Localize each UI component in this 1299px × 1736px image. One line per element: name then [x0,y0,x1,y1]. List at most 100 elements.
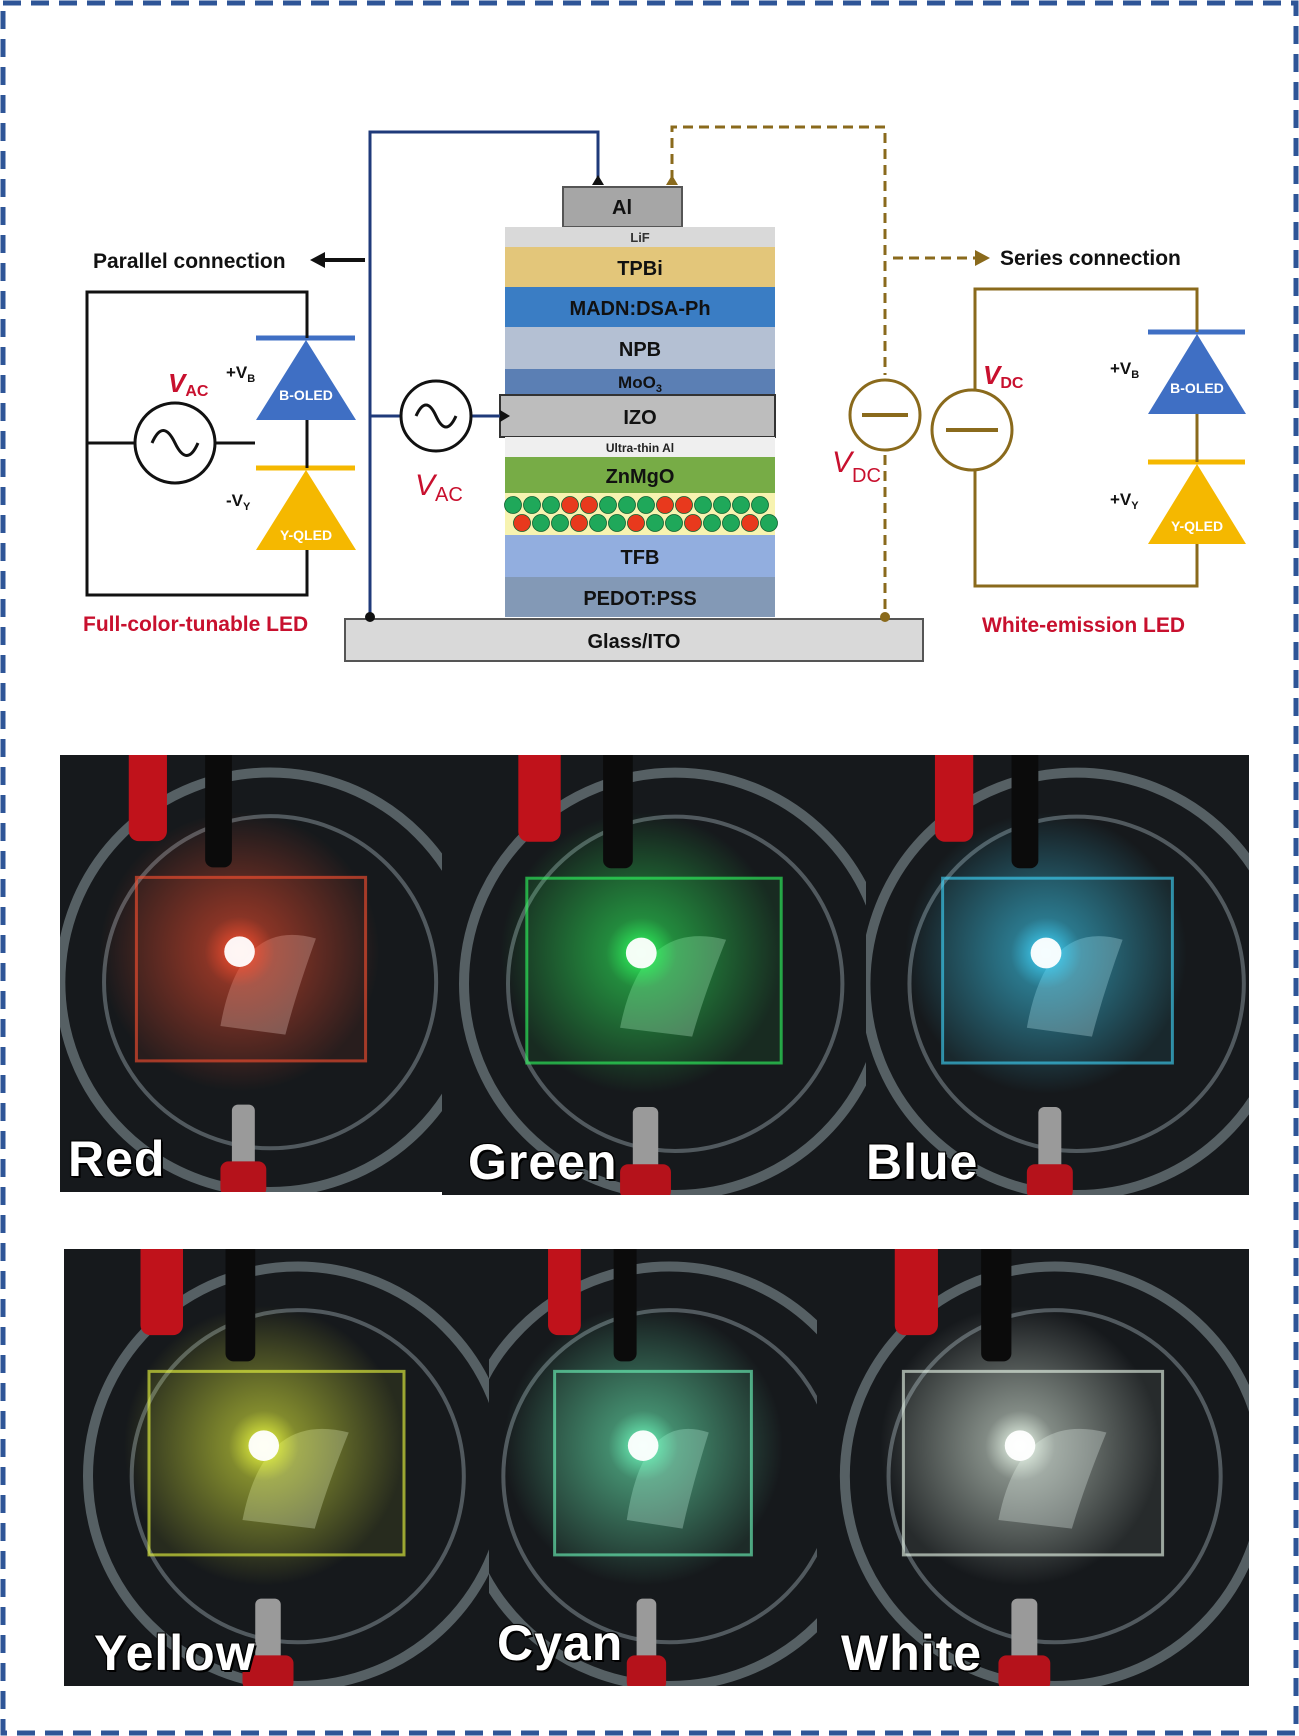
quantum-dot [542,496,560,514]
left-vb-label: +VB [226,363,255,385]
quantum-dot [741,514,759,532]
parallel-connection-label: Parallel connection [93,250,286,273]
seal-ring-outer [866,767,1249,1195]
node-dc-bottom [880,612,890,622]
photo-white-label: White [841,1625,983,1681]
layer-znmgo [505,457,775,493]
dc-wiring [670,125,975,617]
photo-cyan-label: Cyan [497,1615,624,1671]
quantum-dot [570,514,588,532]
quantum-dot [637,496,655,514]
probe-red-clip [934,755,974,842]
emission-spot [1030,937,1062,969]
quantum-dot [722,514,740,532]
left-ac-wave [150,429,200,457]
series-connection-label: Series connection [1000,247,1181,270]
quantum-dot [504,496,522,514]
photo-white: White [817,1249,1249,1686]
probe-bottom-red [998,1655,1051,1686]
quantum-dot [675,496,693,514]
layer-ultra-thin-al [505,437,775,457]
photo-red: Red [60,755,442,1192]
probe-bottom-red [242,1655,294,1686]
photo-green-label: Green [468,1134,618,1190]
quantum-dot [665,514,683,532]
photo-red-label: Red [68,1131,166,1187]
ac-source-center-wave [414,403,458,429]
probe-red-clip [140,1249,183,1336]
quantum-dot [760,514,778,532]
right-vdc-label: VDC [983,360,1024,392]
node-ac-bottom [365,612,375,622]
layer-madn-label: MADN:DSA-Ph [569,298,710,320]
left-y-diode-label: Y-QLED [280,527,332,543]
probe-black-clip [603,755,633,869]
quantum-dot [608,514,626,532]
device-stack: Al LiF TPBi MADN:DSA-Ph NPB MoO3 IZO Ult… [344,186,924,662]
layer-al-label: Al [612,197,632,219]
right-y-diode-label: Y-QLED [1171,518,1223,534]
layer-lif [505,227,775,247]
layer-ultra-thin-al-label: Ultra-thin Al [606,441,674,455]
left-b-diode-label: B-OLED [279,387,333,403]
photo-green-art [442,755,866,1195]
left-vy-label: -VY [226,491,251,513]
quantum-dot [694,496,712,514]
photo-red-art [60,755,442,1192]
layer-pedot-label: PEDOT:PSS [583,588,696,610]
layer-tfb-label: TFB [621,547,660,569]
parallel-arrow-head [310,252,325,268]
seal-ring-outer [839,1261,1249,1686]
seal-ring-outer [459,767,866,1195]
probe-black-clip [613,1249,637,1362]
photo-white-art [817,1249,1249,1686]
layer-pedot [505,577,775,617]
seal-ring-outer [60,767,442,1192]
photo-blue: Blue [866,755,1249,1195]
quantum-dot [713,496,731,514]
emission-spot [1004,1430,1036,1461]
right-circuit-caption: White-emission LED [982,614,1185,637]
photo-blue-art [866,755,1249,1195]
emission-spot [248,1430,280,1461]
ac-wire-top [368,130,600,619]
quantum-dot [513,514,531,532]
layer-npb-label: NPB [619,339,661,361]
probe-red-clip [128,755,167,842]
quantum-dot [646,514,664,532]
quantum-dot [751,496,769,514]
quantum-dot [732,496,750,514]
left-y-diode [256,470,356,550]
photo-yellow-art [64,1249,489,1686]
quantum-dot [532,514,550,532]
layer-glass-ito [344,618,924,662]
layer-izo [499,394,776,438]
photo-blue-label: Blue [866,1134,979,1190]
right-vy-label: +VY [1110,490,1139,512]
left-circuit: B-OLED Y-QLED VAC +VB -VY Full-color-tun… [83,290,365,636]
photo-yellow-label: Yellow [94,1625,256,1681]
probe-bottom-red [220,1161,267,1192]
quantum-dot [684,514,702,532]
dc-wire [670,125,887,375]
layer-moo3-label: MoO3 [618,373,662,395]
right-circuit: B-OLED Y-QLED VDC +VB +VY White-emission… [930,287,1250,637]
emission-spot [224,936,255,967]
photo-cyan: Cyan [489,1249,817,1686]
right-b-diode [1148,334,1246,414]
quantum-dot-layer [504,496,778,532]
series-arrow-head [975,250,990,266]
emission-spot [627,1430,659,1461]
right-y-diode [1148,464,1246,544]
quantum-dot [523,496,541,514]
layer-tpbi-label: TPBi [617,258,663,280]
seal-ring-outer [83,1261,489,1686]
quantum-dot [627,514,645,532]
layer-tfb [505,535,775,577]
quantum-dot [599,496,617,514]
quantum-dot [561,496,579,514]
layer-moo3 [505,369,775,395]
photo-yellow: Yellow [64,1249,489,1686]
